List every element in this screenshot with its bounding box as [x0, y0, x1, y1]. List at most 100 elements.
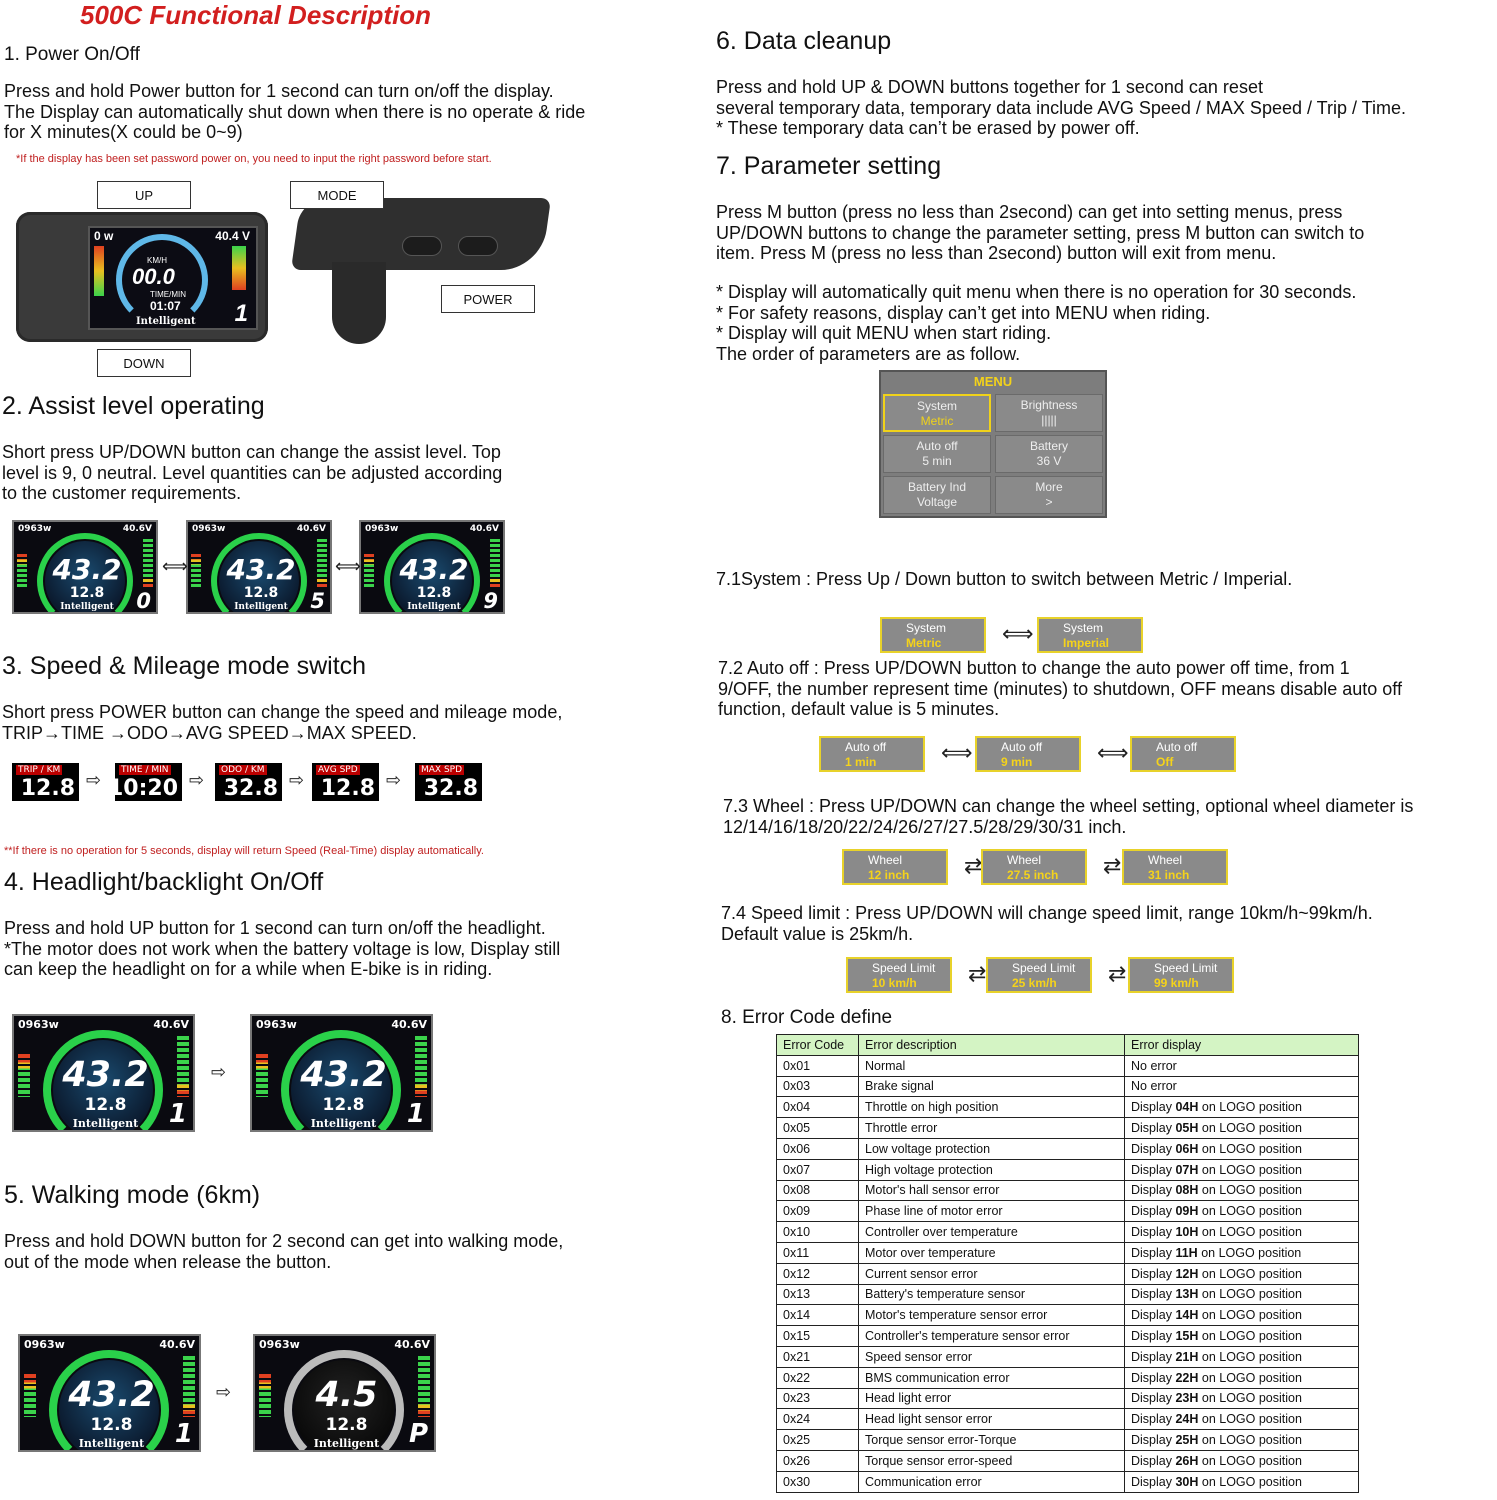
error-display-suffix: on LOGO position — [1198, 1141, 1302, 1156]
display-device-front: 0 w 40.4 V KM/H 00.0 TIME/MIN 01:07 Inte… — [16, 212, 268, 342]
error-display: Display 21H on LOGO position — [1124, 1345, 1359, 1368]
error-display-code: 22H — [1175, 1370, 1199, 1385]
error-code: 0x06 — [776, 1137, 859, 1160]
lcd-power-bar — [18, 1034, 30, 1097]
error-description: Brake signal — [858, 1075, 1125, 1098]
section-7-heading: 7. Parameter setting — [716, 152, 942, 180]
error-description: Motor's temperature sensor error — [858, 1304, 1125, 1327]
error-display-suffix: on LOGO position — [1198, 1225, 1302, 1240]
error-display: Display 25H on LOGO position — [1124, 1429, 1359, 1451]
error-display: Display 11H on LOGO position — [1124, 1241, 1359, 1264]
menu-cell-brightness[interactable]: Brightness||||| — [995, 394, 1103, 432]
table-header-cell: Error Code — [776, 1034, 859, 1056]
error-description: Communication error — [858, 1470, 1125, 1493]
error-display: Display 09H on LOGO position — [1124, 1200, 1359, 1223]
menu-cell-label: More — [1035, 480, 1063, 494]
mode-value: 32.8 — [223, 776, 278, 801]
error-display-suffix: on LOGO position — [1198, 1370, 1302, 1385]
error-code: 0x09 — [776, 1200, 859, 1223]
device-brand: Intelligent — [136, 316, 196, 327]
error-display: Display 26H on LOGO position — [1124, 1449, 1359, 1472]
device-level: 1 — [234, 300, 248, 327]
lcd-power-bar — [191, 537, 201, 587]
section-7-body: Press M button (press no less than 2seco… — [716, 202, 1365, 263]
lcd-power-bar — [24, 1354, 36, 1417]
section-6-body: Press and hold UP & DOWN buttons togethe… — [716, 77, 1407, 138]
lcd-voltage: 40.6V — [153, 1018, 189, 1031]
device-screen: 0 w 40.4 V KM/H 00.0 TIME/MIN 01:07 Inte… — [88, 226, 258, 330]
lcd-battery-bar — [415, 1034, 427, 1097]
lcd-gauge-ring — [49, 1350, 169, 1450]
lcd-speed: 43.2 — [62, 1055, 149, 1095]
lcd-speed: 43.2 — [52, 553, 122, 586]
lcd-gauge-face — [219, 541, 299, 612]
headlight-display-0: 0963w 40.6V 43.2 12.8 Intelligent 1 — [12, 1014, 195, 1132]
section-5-body: Press and hold DOWN button for 2 second … — [4, 1231, 564, 1272]
lcd-trip: 12.8 — [416, 585, 452, 601]
error-display: Display 06H on LOGO position — [1124, 1137, 1359, 1160]
error-display-code: 05H — [1175, 1121, 1199, 1136]
error-display-suffix: on LOGO position — [1198, 1349, 1302, 1364]
lcd-gauge-face — [53, 1040, 153, 1130]
lcd-battery-bar — [177, 1034, 189, 1097]
mode-label: TRIP / KM — [16, 765, 63, 775]
lcd-speed: 43.2 — [68, 1375, 155, 1415]
lcd-trip: 12.8 — [322, 1095, 365, 1115]
lcd-assist-level: 9 — [483, 589, 498, 613]
error-code: 0x03 — [776, 1075, 859, 1098]
swap-arrow-icon: ⟺ — [1097, 740, 1129, 765]
section-7-2-text: 7.2 Auto off : Press UP/DOWN button to c… — [718, 658, 1402, 719]
device-time-label: TIME/MIN — [150, 290, 186, 299]
section-3-body: Short press POWER button can change the … — [2, 702, 563, 743]
lcd-brand: Intelligent — [78, 1437, 145, 1450]
error-display-suffix: on LOGO position — [1198, 1100, 1302, 1115]
page-title: 500C Functional Description — [80, 0, 432, 30]
section-2-heading: 2. Assist level operating — [2, 392, 265, 420]
swap-arrow-icon: ⟺ — [1002, 621, 1034, 646]
error-display-prefix: Display — [1131, 1183, 1176, 1198]
option-value: 25 km/h — [1012, 976, 1057, 990]
error-display: Display 23H on LOGO position — [1124, 1387, 1359, 1410]
error-display-prefix: Display — [1131, 1412, 1176, 1427]
lcd-speed: 43.2 — [226, 553, 296, 586]
menu-cell-value: 36 V — [1036, 454, 1062, 468]
error-display-suffix: on LOGO position — [1198, 1266, 1302, 1281]
error-description: Head light sensor error — [858, 1408, 1125, 1431]
lcd-gauge-face — [45, 541, 125, 612]
error-display-code: 10H — [1175, 1225, 1199, 1240]
voltage-bar — [232, 246, 246, 290]
error-code: 0x07 — [776, 1158, 859, 1181]
menu-cell-more[interactable]: More> — [995, 476, 1103, 514]
error-display: Display 30H on LOGO position — [1124, 1470, 1359, 1493]
lcd-assist-level: 0 — [136, 589, 151, 613]
device-time: 01:07 — [150, 299, 181, 313]
swap-arrow-icon: ⟺ — [941, 740, 973, 765]
error-display-code: 25H — [1175, 1433, 1199, 1448]
assist-display-2: 0963w 40.6V 43.2 12.8 Intelligent 9 — [359, 520, 505, 614]
swap-arrow-icon: ⇄ — [968, 961, 987, 986]
error-code: 0x01 — [776, 1054, 859, 1077]
